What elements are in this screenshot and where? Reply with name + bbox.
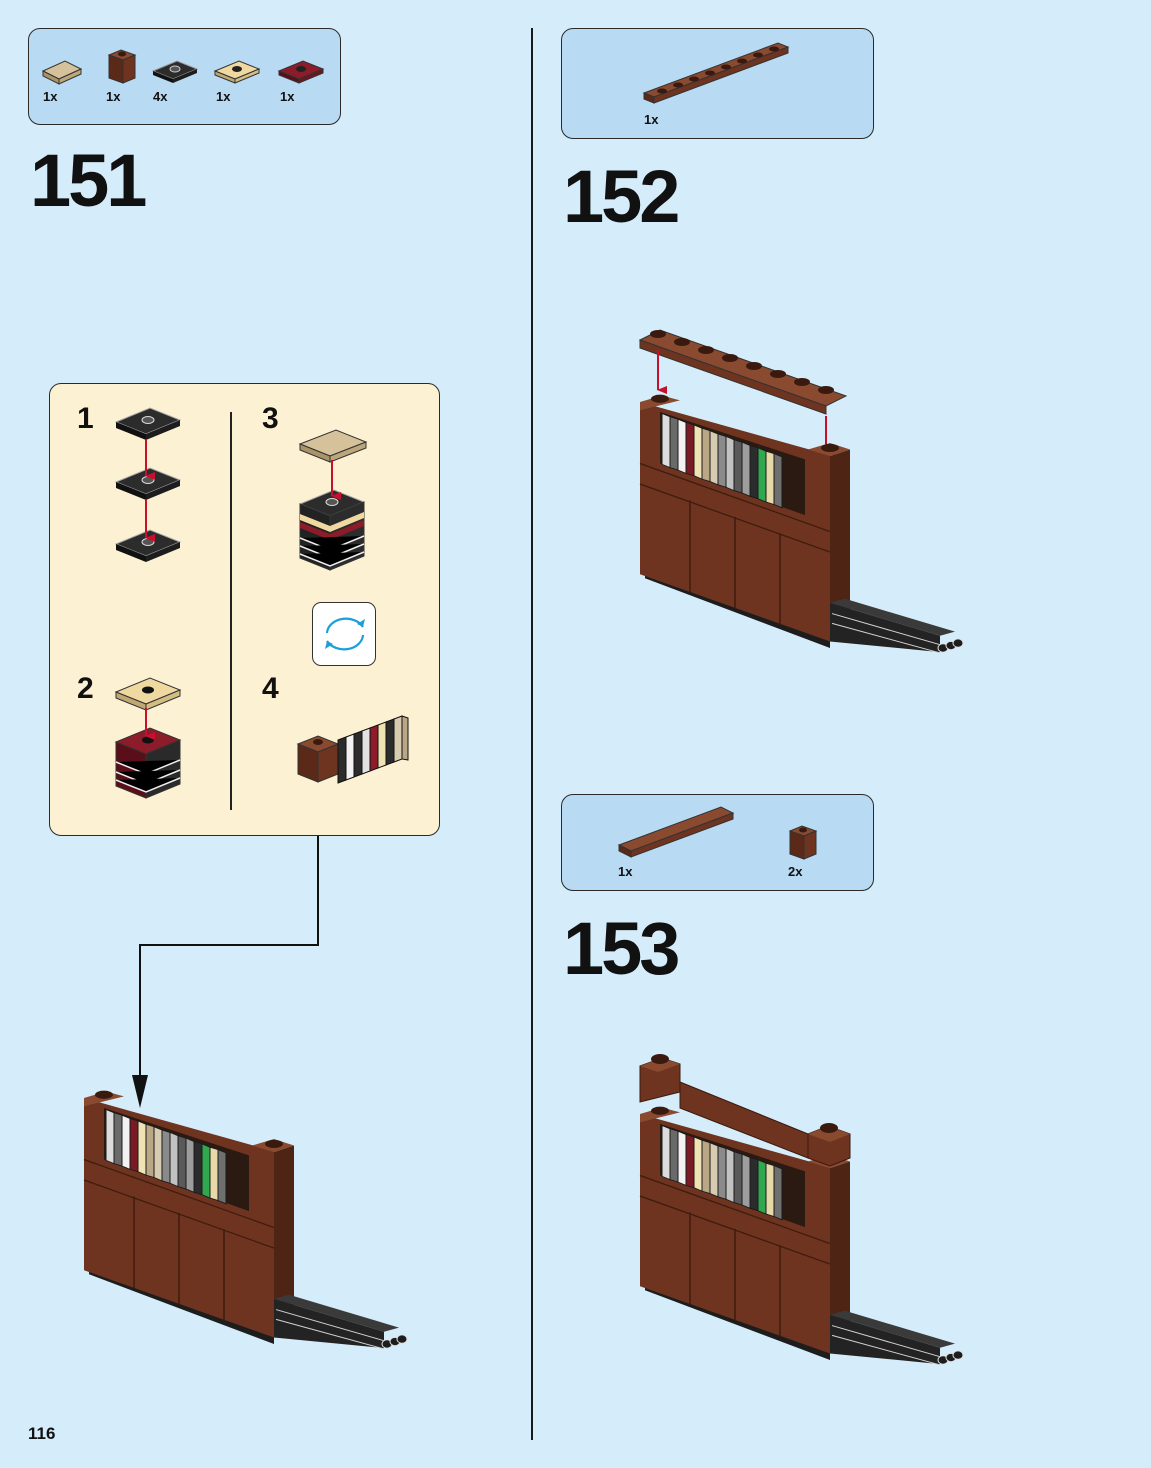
tan-on-dark-red-assembly-icon xyxy=(114,677,182,799)
parts-box-step-152: 1x xyxy=(561,28,874,139)
part-qty: 2x xyxy=(788,864,803,879)
part-qty: 1x xyxy=(106,89,121,104)
wall-model-step-151 xyxy=(83,1089,408,1350)
reddish-brown-brick-1x1-icon xyxy=(107,49,137,84)
substep-divider xyxy=(230,412,232,810)
rotate-model-button xyxy=(312,602,376,666)
substep-number: 2 xyxy=(77,672,94,705)
wall-model-step-153 xyxy=(639,1054,964,1366)
black-jumper-plate-icon xyxy=(151,60,199,83)
substep-number: 4 xyxy=(262,672,279,705)
part-qty: 1x xyxy=(644,112,659,127)
step-number: 151 xyxy=(30,139,147,222)
part-qty: 1x xyxy=(618,864,633,879)
dark-red-jumper-plate-icon xyxy=(277,60,325,84)
reddish-brown-tile-1x6-icon xyxy=(617,806,735,858)
parts-box-step-151: 1x 1x 4x 1x 1x xyxy=(28,28,341,125)
reddish-brown-plate-1x8-icon xyxy=(642,42,790,104)
part-qty: 1x xyxy=(216,89,231,104)
substep-number: 3 xyxy=(262,402,279,435)
wall-model-step-152 xyxy=(639,393,964,654)
tan-jumper-plate-icon xyxy=(213,60,261,84)
column-divider xyxy=(531,28,533,1440)
rotate-model-icon xyxy=(325,617,365,651)
sub-assembly-box: 1 3 2 4 xyxy=(49,383,440,836)
tan-tile-1x2-icon xyxy=(41,60,83,85)
part-qty: 1x xyxy=(43,89,58,104)
parts-box-step-153: 1x 2x xyxy=(561,794,874,891)
plate-1x8-being-placed xyxy=(638,329,848,456)
bookshelf-sub-assembly-icon xyxy=(296,715,409,784)
step-number: 152 xyxy=(563,155,680,238)
black-jumper-plate-stack-icon xyxy=(114,407,182,562)
part-qty: 4x xyxy=(153,89,168,104)
tan-tile-on-stack-icon xyxy=(298,429,368,571)
step-number: 153 xyxy=(563,907,680,990)
page-number: 116 xyxy=(28,1424,56,1443)
part-qty: 1x xyxy=(280,89,295,104)
reddish-brown-brick-1x1-icon xyxy=(788,825,818,860)
substep-number: 1 xyxy=(77,402,94,435)
